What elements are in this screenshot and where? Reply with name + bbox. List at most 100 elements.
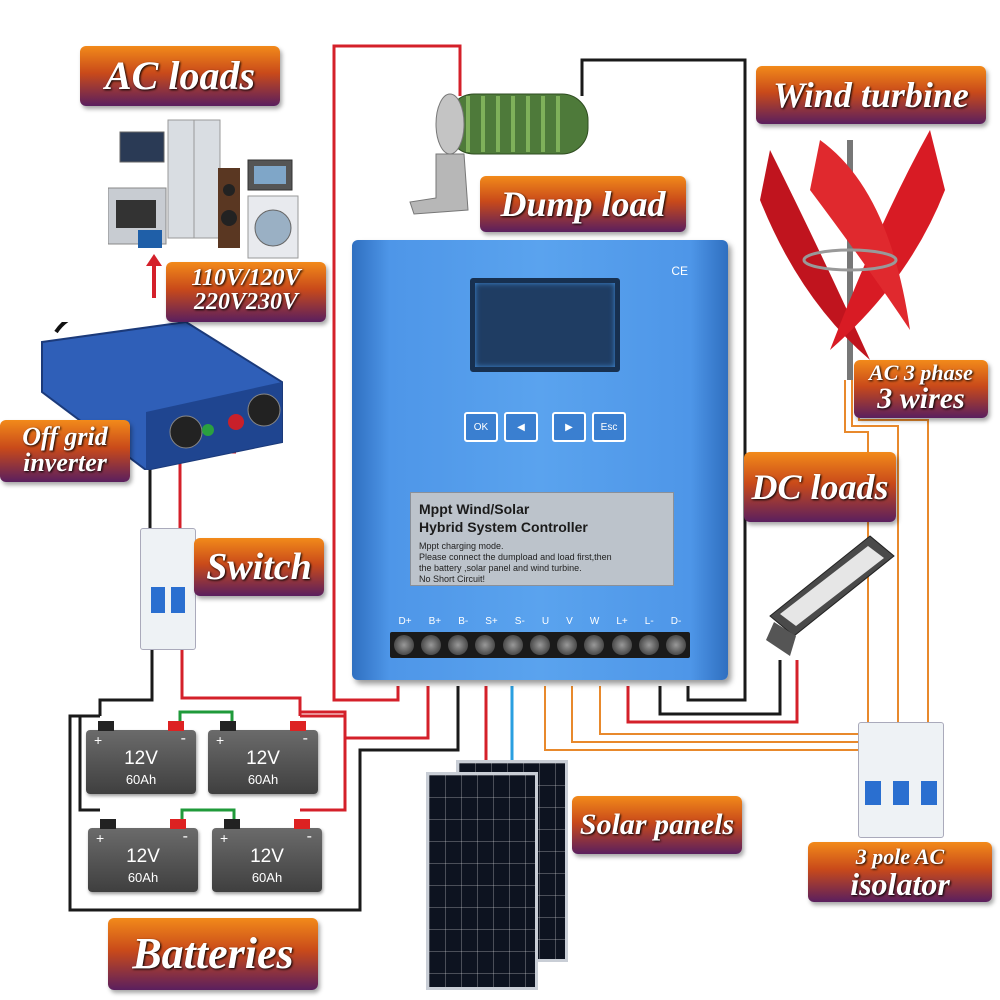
right-arrow-button[interactable]: ▶ [552, 412, 586, 442]
terminal-screw [666, 635, 687, 655]
battery-positive-post [294, 819, 310, 829]
battery-1: + - 12V 60Ah [86, 721, 196, 794]
battery-minus-sign: - [180, 730, 186, 747]
breaker-toggle [921, 781, 937, 805]
battery-series-link-top [178, 710, 234, 722]
battery-negative-post [98, 721, 114, 731]
esc-button[interactable]: Esc [592, 412, 626, 442]
terminal-screw [584, 635, 605, 655]
battery-capacity: 60Ah [127, 870, 159, 885]
battery-minus-sign: - [306, 828, 312, 845]
battery-negative-wire [68, 686, 460, 912]
battery-plus-sign: + [220, 830, 229, 846]
wind-turbine-label: Wind turbine [756, 66, 986, 124]
dc-load-black-wire [658, 660, 782, 716]
dump-load-red-wire [332, 44, 462, 702]
power-arrow-icon [152, 262, 156, 298]
terminal-label: S+ [485, 616, 498, 627]
ok-button[interactable]: OK [464, 412, 498, 442]
breaker-toggle [171, 587, 185, 613]
terminal-label: D- [670, 616, 682, 627]
turbine-to-isolator-2 [851, 380, 899, 722]
battery-voltage: 12V [126, 846, 160, 867]
battery-2: + - 12V 60Ah [208, 721, 318, 794]
terminal-screw [557, 635, 578, 655]
switch-to-battery-black [98, 646, 154, 716]
terminal-screw [611, 635, 632, 655]
voltage-label-line1: 110V/120V [191, 265, 301, 291]
wind-turbine-image [760, 130, 950, 380]
battery-positive-post [168, 721, 184, 731]
lcd-screen [470, 278, 620, 372]
terminal-screw [393, 635, 414, 655]
battery-positive-post [170, 819, 186, 829]
breaker-toggle [893, 781, 909, 805]
battery-voltage: 12V [246, 748, 280, 769]
off-grid-line2: inverter [23, 448, 107, 477]
battery-3: + - 12V 60Ah [88, 819, 198, 892]
controller-title-line1: Mppt Wind/Solar [419, 501, 530, 517]
terminal-label: L+ [616, 616, 628, 627]
ac-appliances-image [107, 118, 304, 266]
dc-load-street-light-image [760, 526, 900, 666]
ac-phase-line2: 3 wires [877, 382, 965, 415]
battery-parallel-pos [300, 714, 347, 812]
terminal-screw [502, 635, 523, 655]
dump-load-resistor-image [408, 84, 608, 234]
battery-negative-post [220, 721, 236, 731]
ac-3-phase-label: AC 3 phase 3 wires [854, 360, 988, 418]
battery-positive-wire [300, 686, 430, 740]
terminal-label: L- [644, 616, 654, 627]
breaker-toggle [151, 587, 165, 613]
ac-loads-label: AC loads [80, 46, 280, 106]
terminal-screw [448, 635, 469, 655]
battery-negative-post [100, 819, 116, 829]
off-grid-line1: Off grid [22, 422, 108, 451]
controller-instructions: Mppt charging mode. Please connect the d… [419, 541, 612, 584]
terminal-label: V [566, 616, 573, 627]
voltage-label: 110V/120V 220V230V [166, 262, 326, 322]
terminal-label: W [589, 616, 600, 627]
ac-isolator-label: 3 pole AC isolator [808, 842, 992, 902]
terminal-screw [639, 635, 660, 655]
battery-negative-post [224, 819, 240, 829]
isolator-line1: 3 pole AC [855, 844, 945, 869]
battery-plus-sign: + [216, 732, 225, 748]
breaker-toggle [865, 781, 881, 805]
hybrid-controller: CE OK ◀ ▶ Esc Mppt Wind/Solar Hybrid Sys… [352, 240, 728, 680]
wind-phase-u [544, 686, 869, 751]
isolator-line2: isolator [850, 866, 950, 902]
battery-parallel-neg [78, 714, 100, 812]
battery-minus-sign: - [182, 828, 188, 845]
batteries-label: Batteries [108, 918, 318, 990]
terminal-labels: D+ B+ B- S+ S- U V W L+ L- D- [390, 616, 690, 627]
terminal-label: D+ [398, 616, 412, 627]
terminal-screw [529, 635, 550, 655]
battery-voltage: 12V [250, 846, 284, 867]
battery-voltage: 12V [124, 748, 158, 769]
terminal-screw [475, 635, 496, 655]
terminal-screw [420, 635, 441, 655]
dc-loads-label: DC loads [744, 452, 896, 522]
battery-capacity: 60Ah [251, 870, 283, 885]
terminal-label: S- [514, 616, 525, 627]
terminal-label: B- [458, 616, 469, 627]
ac-isolator-breaker [858, 722, 944, 838]
controller-title-line2: Hybrid System Controller [419, 519, 588, 535]
solar-panel-front [426, 772, 538, 990]
battery-minus-sign: - [302, 730, 308, 747]
battery-series-link-bottom [180, 808, 236, 820]
battery-plus-sign: + [96, 830, 105, 846]
solar-panels-label: Solar panels [572, 796, 742, 854]
ac-phase-line1: AC 3 phase [869, 360, 973, 385]
switch-to-battery-red [180, 646, 302, 716]
power-arrow-head-icon [146, 254, 162, 266]
battery-capacity: 60Ah [125, 772, 157, 787]
left-arrow-button[interactable]: ◀ [504, 412, 538, 442]
switch-label: Switch [194, 538, 324, 596]
battery-plus-sign: + [94, 732, 103, 748]
voltage-label-line2: 220V230V [193, 289, 298, 315]
ce-mark: CE [671, 264, 688, 278]
off-grid-inverter-label: Off grid inverter [0, 420, 130, 482]
